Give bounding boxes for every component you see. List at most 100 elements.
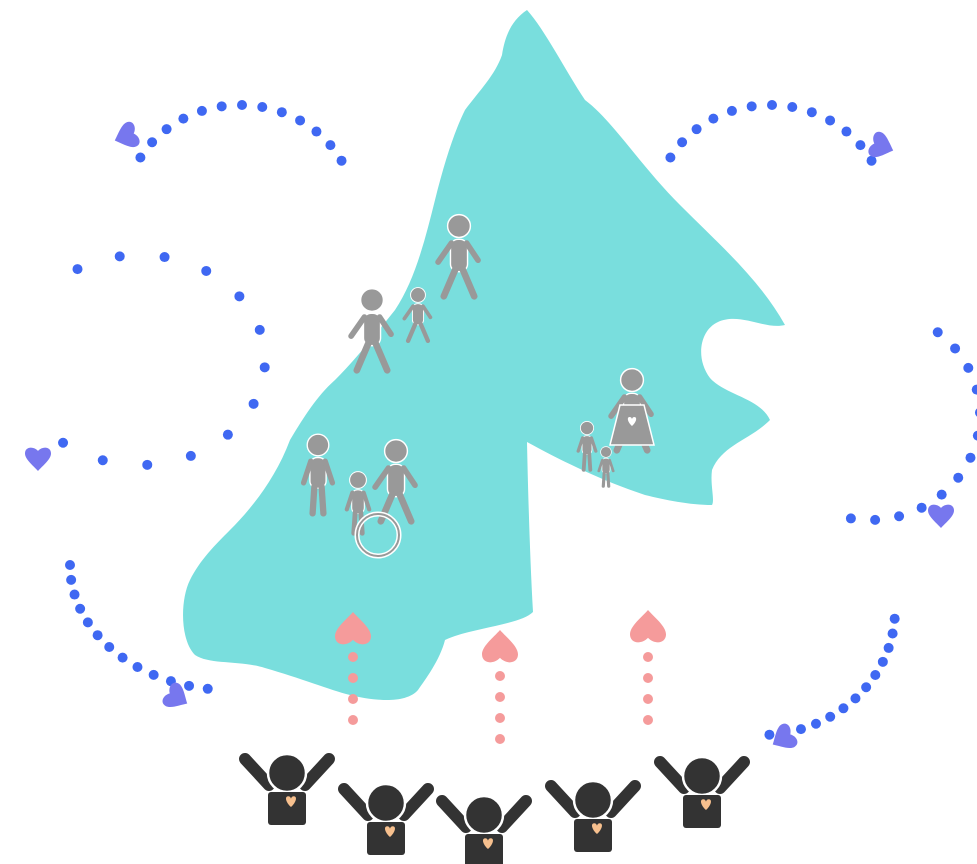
community-member: [436, 794, 532, 864]
chest-heart-icon: [701, 799, 711, 810]
community-member: [545, 779, 641, 852]
support-arrowhead-heart: [482, 630, 518, 663]
member-body: [367, 822, 405, 855]
raised-arms: [436, 795, 532, 833]
map-silhouette: [183, 10, 785, 700]
support-dot: [643, 694, 653, 704]
cycle-dot: [691, 124, 702, 135]
cycle-dot: [336, 155, 347, 166]
cycle-arrow: [665, 100, 894, 166]
cycle-dot: [677, 137, 688, 148]
member-body: [683, 795, 721, 828]
cycle-dot: [196, 105, 207, 116]
cycle-dot: [932, 327, 943, 338]
cycle-dot: [104, 642, 115, 653]
cycle-dot: [861, 682, 872, 693]
cycle-dot: [142, 459, 153, 470]
cycle-dot: [825, 115, 836, 126]
cycle-arrows: [25, 100, 977, 749]
wheelchair-care-group: [300, 433, 418, 559]
support-dot: [348, 673, 358, 683]
cycle-dot: [936, 489, 947, 500]
support-dot: [495, 734, 505, 744]
raised-arms: [239, 753, 335, 791]
cycle-dot: [117, 652, 128, 663]
wheelchair-wheel-outline: [356, 513, 400, 557]
cycle-dot: [184, 680, 195, 691]
cycle-dot: [201, 265, 212, 276]
cycle-dot: [161, 124, 172, 135]
cycle-arrowhead-heart: [25, 447, 51, 471]
cycle-dot: [147, 137, 158, 148]
child-figure-left: [576, 420, 598, 472]
member-head: [572, 779, 614, 821]
cycle-dot: [311, 126, 322, 137]
cycle-dot: [178, 113, 189, 124]
member-head: [463, 794, 505, 836]
apron-heart: [627, 417, 637, 426]
child-figure-right: [597, 446, 615, 488]
support-arrow: [482, 630, 518, 744]
cycle-dot: [92, 630, 103, 641]
cycle-dot: [916, 502, 927, 513]
support-arrow: [335, 612, 371, 725]
cycle-dot: [66, 574, 77, 585]
cycle-dot: [185, 450, 196, 461]
chest-heart-icon: [385, 826, 395, 837]
cycle-arrow: [114, 100, 347, 166]
walking-child-figure: [402, 287, 433, 344]
parent-with-children-group: [576, 367, 655, 488]
cycle-dot: [870, 514, 881, 525]
cycle-dot: [825, 711, 836, 722]
support-dot: [348, 694, 358, 704]
cycle-arrow: [25, 251, 270, 471]
caregiver-figure: [372, 438, 418, 525]
cycle-dot: [114, 251, 125, 262]
raised-arms: [545, 780, 641, 818]
member-body: [268, 792, 306, 825]
community-member: [654, 755, 750, 828]
cycle-dot: [787, 101, 798, 112]
cycle-dot: [222, 429, 233, 440]
cycle-dot: [254, 324, 265, 335]
member-head: [365, 782, 407, 824]
cycle-arrowhead-heart: [868, 131, 894, 158]
cycle-dot: [841, 126, 852, 137]
cycle-dot: [894, 511, 905, 522]
cycle-dot: [132, 661, 143, 672]
member-body: [465, 834, 503, 864]
cycle-dot: [974, 408, 977, 417]
chest-heart-icon: [592, 823, 602, 834]
cycle-dot: [866, 155, 877, 166]
support-dot: [643, 715, 653, 725]
cycle-dot: [259, 362, 270, 373]
cycle-dot: [69, 589, 80, 600]
support-arrowhead-heart: [335, 612, 371, 645]
cycle-dot: [72, 264, 83, 275]
support-dot: [495, 692, 505, 702]
chest-heart-icon: [286, 796, 296, 807]
cycle-dot: [963, 362, 974, 373]
support-dot: [643, 652, 653, 662]
cycle-arrow: [764, 613, 900, 749]
cycle-dot: [159, 252, 170, 263]
cycle-dot: [746, 101, 757, 112]
cycle-arrowhead-heart: [772, 723, 798, 749]
member-body: [574, 819, 612, 852]
cycle-dot: [82, 617, 93, 628]
cycle-dot: [75, 603, 86, 614]
community-member: [239, 752, 335, 825]
cycle-dot: [97, 455, 108, 466]
cycle-dot: [726, 105, 737, 116]
cycle-dot: [838, 703, 849, 714]
walking-family-group: [348, 213, 481, 374]
cycle-dot: [806, 107, 817, 118]
community-members: [239, 752, 750, 864]
member-head: [266, 752, 308, 794]
cycle-dot: [276, 107, 287, 118]
cycle-arrowhead-heart: [114, 121, 140, 148]
cycle-arrow: [845, 327, 977, 528]
resident-figures: [300, 213, 655, 559]
cycle-dot: [148, 669, 159, 680]
